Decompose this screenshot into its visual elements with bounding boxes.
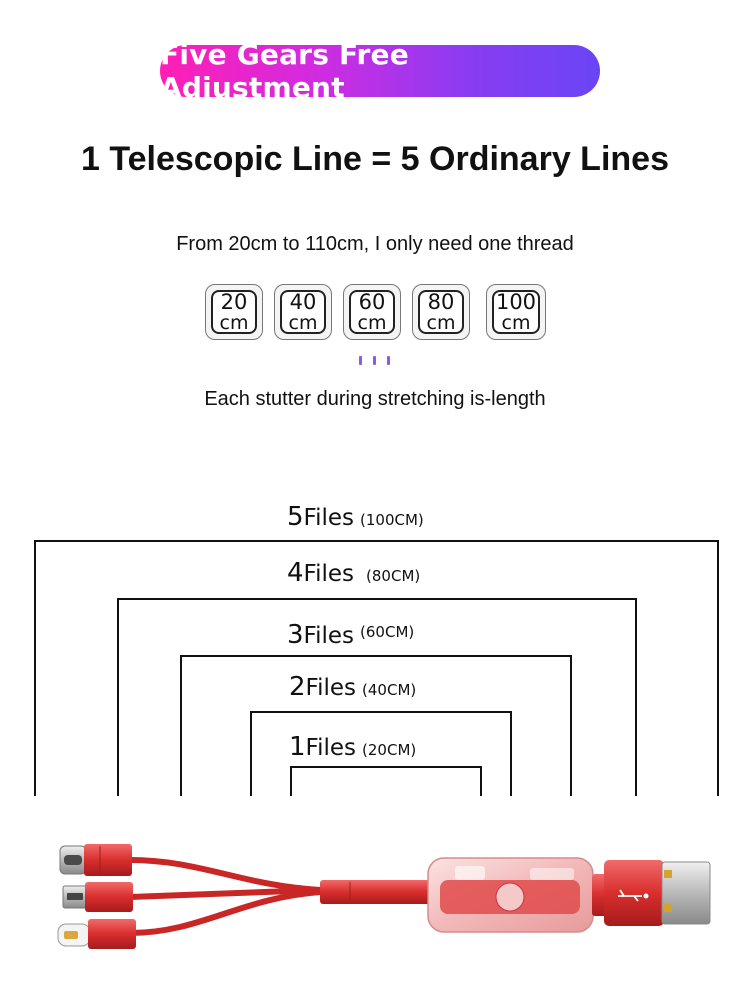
chip-number: 80 (427, 289, 455, 314)
retractable-cable-image (57, 844, 711, 949)
usb-a-connector (592, 860, 711, 926)
chip-number: 60 (358, 289, 386, 314)
cable-sleeve (320, 880, 430, 904)
micro-usb-connector (62, 882, 133, 912)
chip-20cm: 20 cm (205, 284, 263, 340)
chip-unit: cm (357, 311, 387, 334)
chip-number: 20 (220, 289, 248, 314)
indicator-dot (359, 356, 362, 365)
chip-80cm: 80 cm (412, 284, 470, 340)
chip-100cm: 100 cm (486, 284, 546, 340)
level-5-label: 5Files(100CM) (287, 502, 424, 532)
usb-c-connector (59, 844, 132, 876)
retractable-reel (427, 857, 594, 933)
level-4-label: 4Files(80CM) (287, 558, 421, 588)
chip-number: 100 (495, 289, 537, 314)
split-wires (127, 857, 323, 936)
chip-60cm: 60 cm (343, 284, 401, 340)
level-3-label: 3Files(60CM) (287, 620, 415, 650)
subline: From 20cm to 110cm, I only need one thre… (176, 233, 574, 255)
headline: 1 Telescopic Line = 5 Ordinary Lines (81, 140, 669, 178)
level-2-label: 2Files(40CM) (289, 672, 417, 702)
frame-level-4 (117, 598, 637, 796)
frame-level-1 (290, 766, 482, 796)
indicator-dot (387, 356, 390, 365)
chip-unit: cm (219, 311, 249, 334)
indicator-dot (373, 356, 376, 365)
chip-unit: cm (426, 311, 456, 334)
stretch-note: Each stutter during stretching is-length (204, 388, 546, 410)
chip-unit: cm (288, 311, 318, 334)
usb-icon (618, 889, 642, 902)
banner-title: Five Gears Free Adjustment (160, 38, 409, 104)
frame-level-3 (180, 655, 572, 796)
banner: Five Gears Free Adjustment (160, 38, 600, 104)
chip-number: 40 (289, 289, 317, 314)
lightning-connector (57, 919, 136, 949)
frame-level-5 (34, 540, 719, 796)
level-1-label: 1Files(20CM) (289, 732, 417, 762)
chip-unit: cm (501, 311, 531, 334)
indicator-dots (357, 356, 397, 366)
chip-40cm: 40 cm (274, 284, 332, 340)
frame-level-2 (250, 711, 512, 796)
